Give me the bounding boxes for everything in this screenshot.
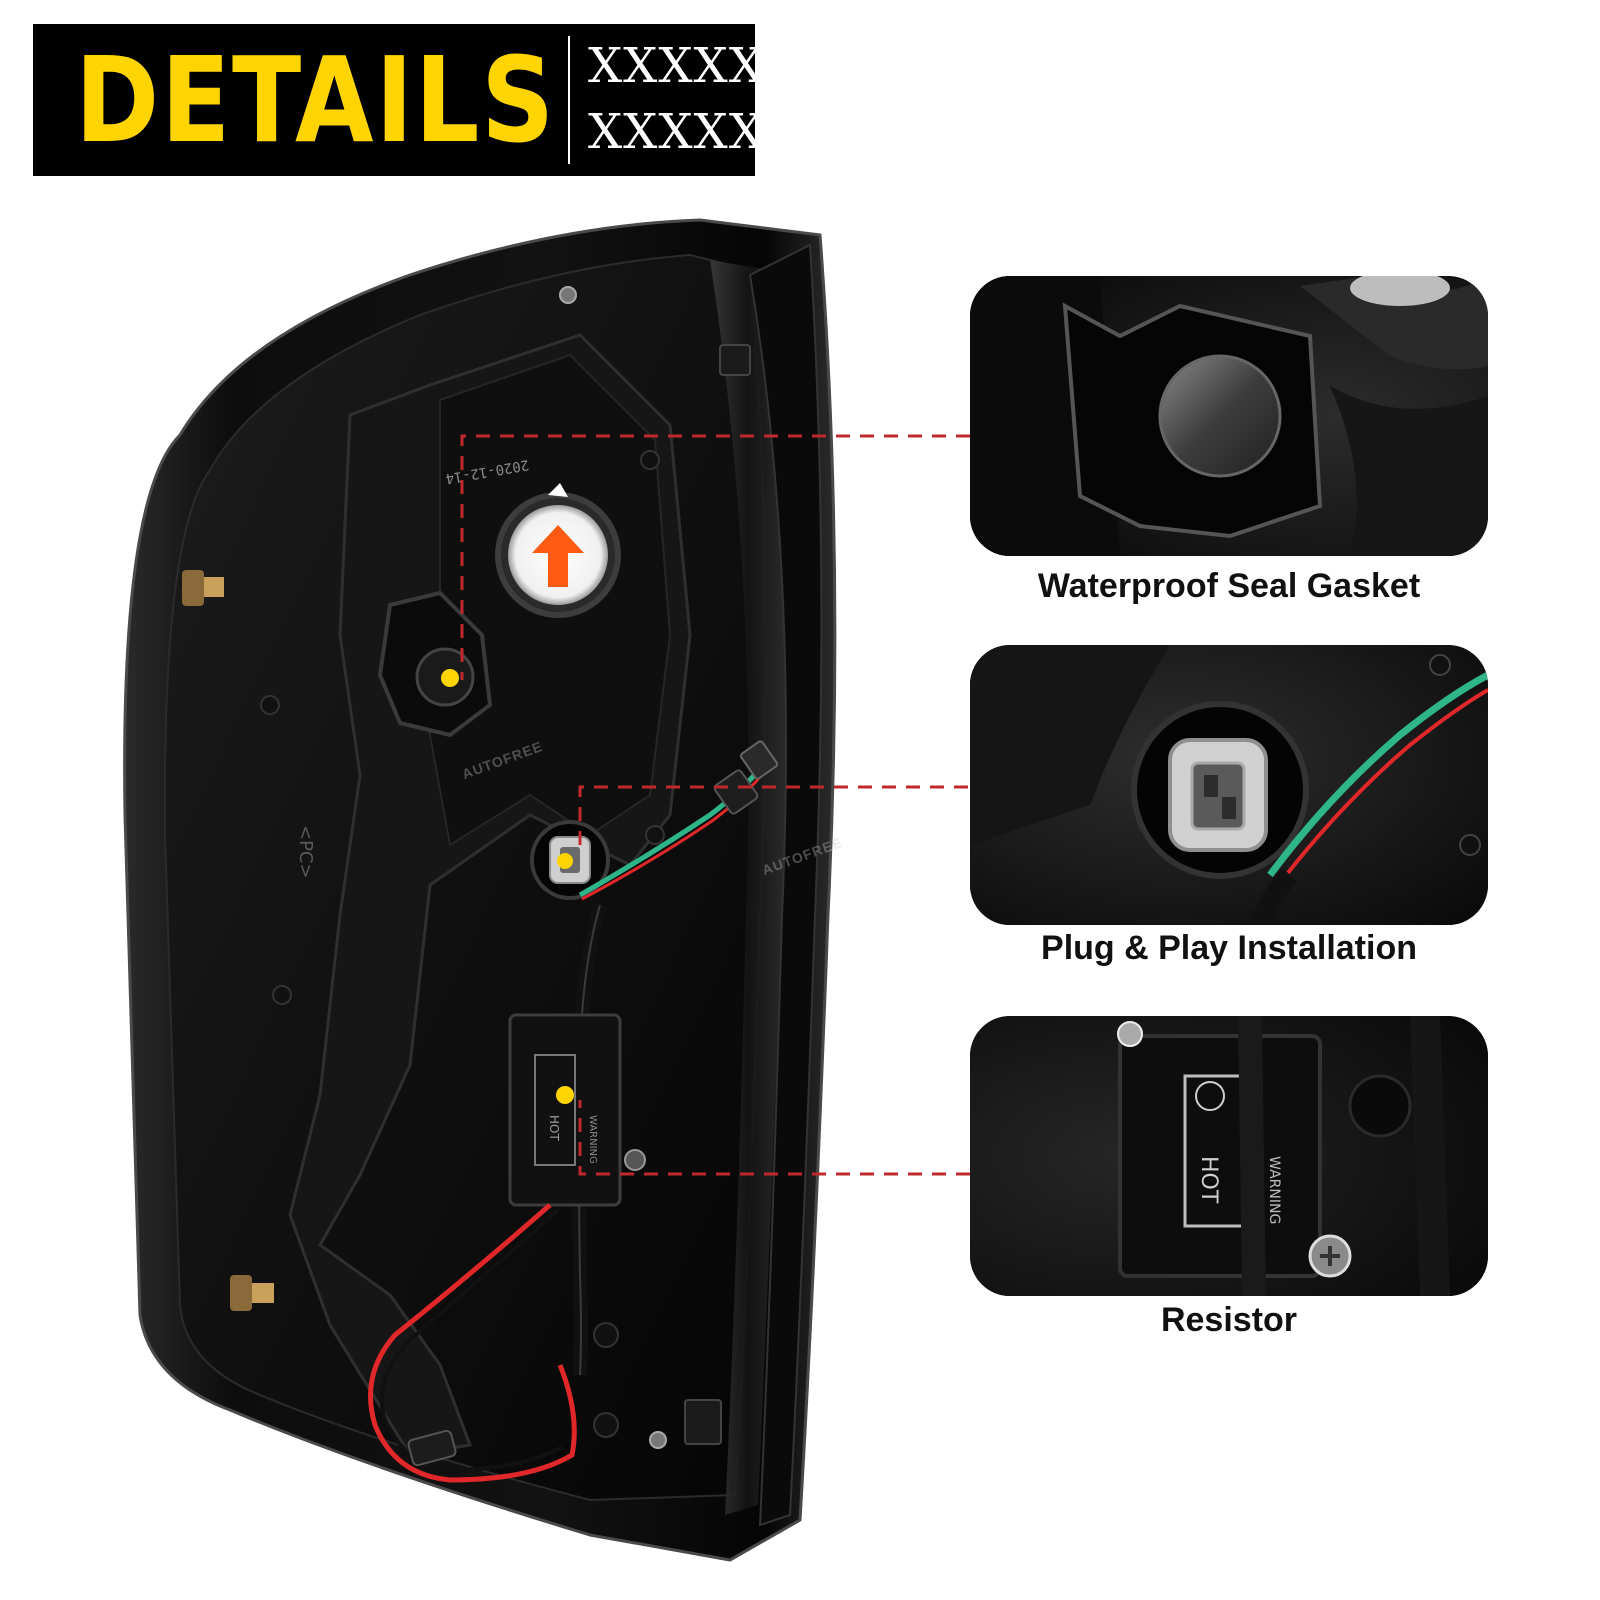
gasket-plug-icon xyxy=(1158,354,1282,478)
warning-triangle-icon xyxy=(1195,1081,1225,1111)
caption-plug-and-play: Plug & Play Installation xyxy=(1041,929,1417,967)
resistor-block-closeup xyxy=(1118,1034,1322,1278)
mounting-stud-upper xyxy=(182,570,224,606)
svg-text:WARNING: WARNING xyxy=(587,1115,598,1164)
caption-resistor: Resistor xyxy=(1160,1301,1298,1339)
detail-photo-resistor: HOT WARNING xyxy=(970,1016,1488,1296)
marker-dot-gasket xyxy=(441,669,459,687)
resistor-block xyxy=(508,1013,622,1207)
marker-dot-connector xyxy=(557,853,573,869)
svg-text:<PC>: <PC> xyxy=(295,825,316,879)
banner-divider xyxy=(568,36,570,164)
marker-dot-resistor xyxy=(556,1086,574,1104)
details-banner: DETAILS XXXXX XXXXX xyxy=(33,24,764,176)
tail-light-housing-image: 2020-12-14 <PC> HOT WARNING xyxy=(123,218,837,1562)
svg-text:HOT: HOT xyxy=(1196,1156,1221,1204)
svg-text:WARNING: WARNING xyxy=(1266,1156,1282,1224)
banner-title: DETAILS xyxy=(75,31,556,169)
caption-seal-gasket: Waterproof Seal Gasket xyxy=(1037,567,1421,605)
svg-text:HOT: HOT xyxy=(547,1115,561,1141)
banner-subtitle-line-2: XXXXX xyxy=(588,104,764,160)
detail-photo-plug-connector xyxy=(970,645,1488,925)
mounting-stud-lower xyxy=(230,1275,274,1311)
detail-photo-seal-gasket xyxy=(970,276,1488,556)
banner-subtitle-line-1: XXXXX xyxy=(588,38,764,94)
